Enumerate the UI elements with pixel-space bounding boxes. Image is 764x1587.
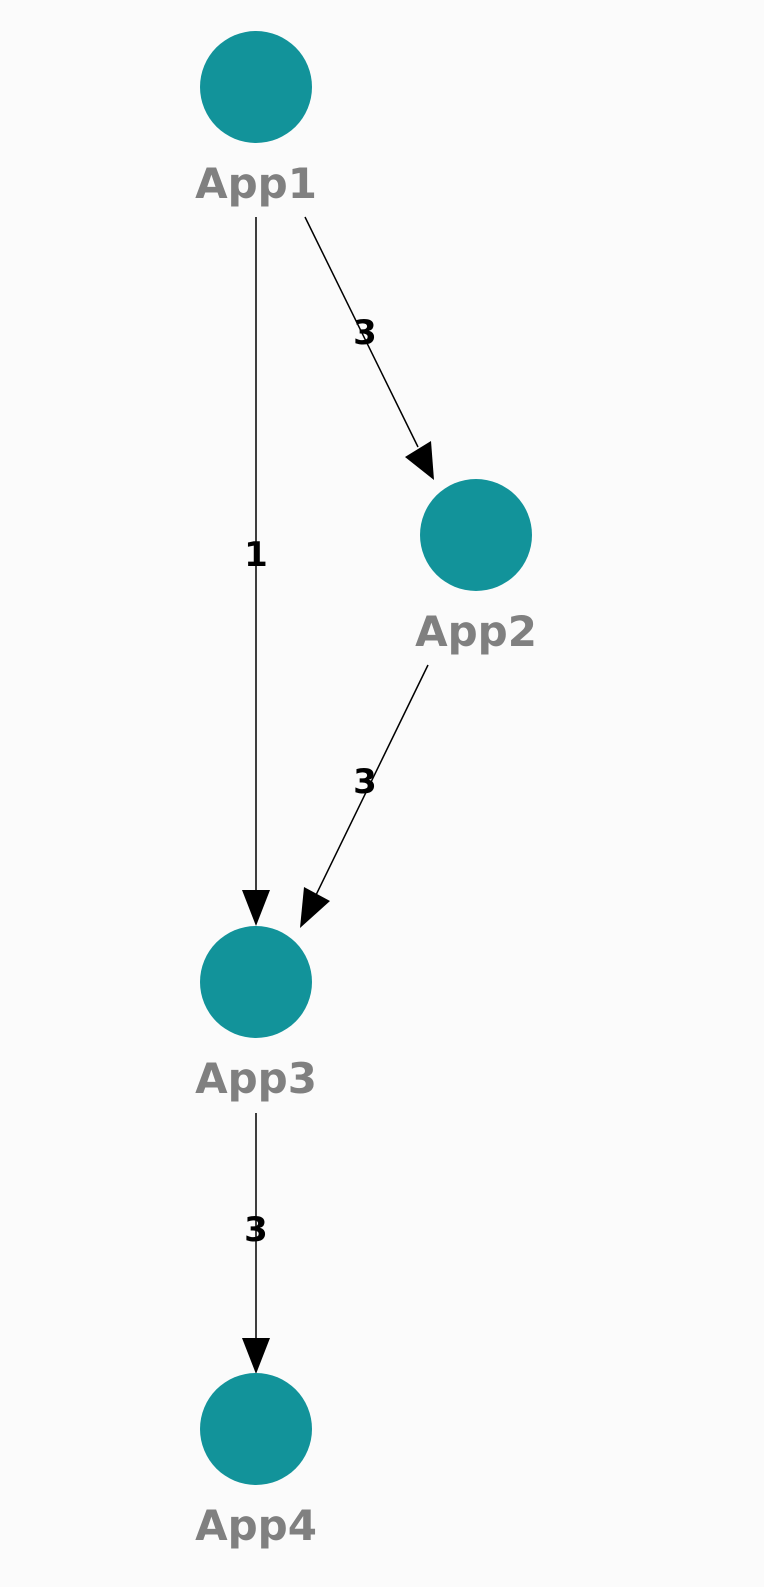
edge-line [304,216,419,448]
edge-app3-app4[interactable]: 3 [242,1113,270,1374]
edge-line [315,664,429,896]
edge-label-app3-app4: 3 [244,1210,268,1250]
edge-app2-app3[interactable]: 3 [300,664,429,928]
edge-label-app1-app2: 3 [353,313,377,353]
node-circle[interactable] [200,31,312,143]
edge-app1-app2[interactable]: 3 [304,216,434,480]
node-app2[interactable]: App2 [415,479,537,656]
node-circle[interactable] [200,1373,312,1485]
node-label-app4: App4 [195,1501,317,1550]
node-app4[interactable]: App4 [195,1373,317,1550]
node-circle[interactable] [200,926,312,1038]
node-label-app3: App3 [195,1054,317,1103]
node-label-app2: App2 [415,607,537,656]
edge-app1-app3[interactable]: 1 [242,217,270,926]
edge-label-app2-app3: 3 [353,762,377,802]
node-app3[interactable]: App3 [195,926,317,1103]
edge-label-app1-app3: 1 [244,535,268,575]
node-label-app1: App1 [195,159,317,208]
arrowhead-icon [242,890,270,926]
arrowhead-icon [242,1338,270,1374]
arrowhead-icon [405,441,434,480]
arrowhead-icon [300,887,330,928]
node-circle[interactable] [420,479,532,591]
node-app1[interactable]: App1 [195,31,317,208]
